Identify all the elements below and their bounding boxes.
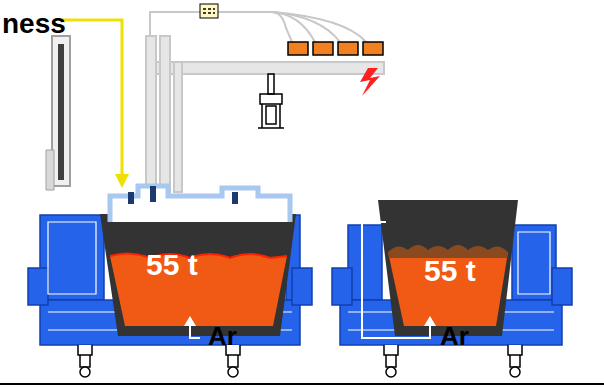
gas-label: Ar xyxy=(208,322,237,351)
porous-plug xyxy=(184,316,196,326)
transformer-icon xyxy=(200,4,218,18)
electrode-terminals xyxy=(288,42,383,55)
transfer-car xyxy=(28,215,312,345)
molten-steel xyxy=(110,253,287,326)
ladle-shell xyxy=(100,214,296,336)
probe-lance xyxy=(46,36,70,190)
porous-plug xyxy=(424,316,436,326)
addition-arrow xyxy=(62,20,129,188)
cable-wires xyxy=(150,12,366,42)
tonnage-label: 55 t xyxy=(424,254,476,287)
electrode-columns xyxy=(146,36,182,196)
steel-surface xyxy=(110,253,287,258)
ladle-lid xyxy=(110,186,290,222)
note-text: ness xyxy=(2,9,66,40)
electrode-clamp xyxy=(258,74,284,128)
electrode-arm xyxy=(148,62,384,74)
argon-pipe xyxy=(362,222,430,338)
ladle-node: 55 t xyxy=(420,252,480,289)
arc-spark xyxy=(360,68,380,96)
ladle-shell xyxy=(378,200,518,336)
molten-steel xyxy=(388,252,508,326)
ladle-node: 55 t xyxy=(142,246,202,283)
tonnage-label: 55 t xyxy=(146,248,198,281)
ground-line xyxy=(0,383,604,385)
argon-pipe xyxy=(190,326,200,338)
gas-label: Ar xyxy=(440,322,469,351)
